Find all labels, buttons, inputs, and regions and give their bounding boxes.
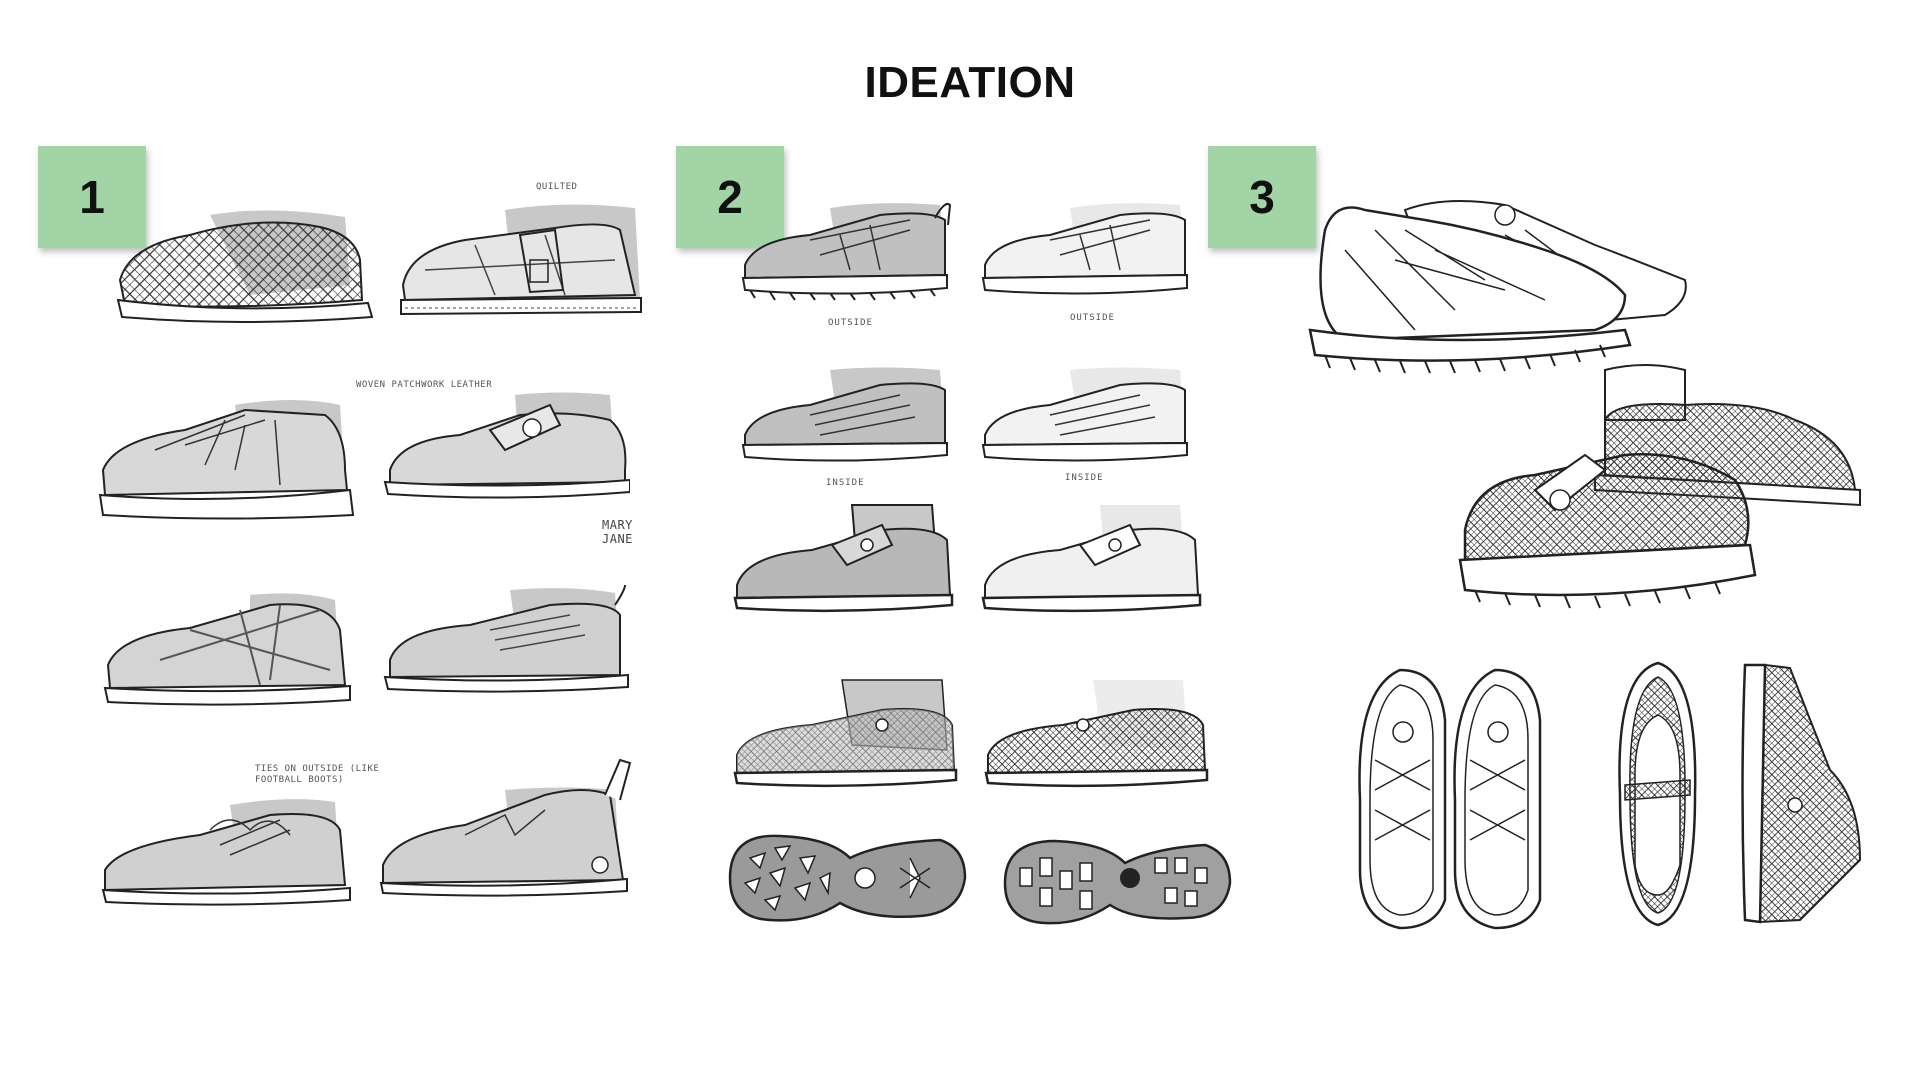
group-1-laced-sneaker-sketch <box>101 799 351 906</box>
group-2-mary-jane-light-sketch <box>981 505 1202 613</box>
annotation-ties-on-outside: TIES ON OUTSIDE (LIKE FOOTBALL BOOTS) <box>255 764 380 785</box>
group-2-mary-jane-shaded-sketch <box>733 504 954 613</box>
group-2-outside-laced-light-sketch <box>981 203 1188 295</box>
annotation-mary-jane: MARY JANE <box>602 518 633 546</box>
group-2-sticky-note: 2 <box>676 146 784 248</box>
label-outside-2: OUTSIDE <box>1070 313 1115 323</box>
group-3-woven-top-view-sketch <box>1618 661 1697 927</box>
group-1-strappy-sneaker-sketch <box>103 593 351 706</box>
group-1-mary-jane-sketch <box>383 392 630 499</box>
annotation-quilted: QUILTED <box>536 182 578 192</box>
group-3-top-view-pair-sketch <box>1358 668 1542 930</box>
group-3-sticky-note: 3 <box>1208 146 1316 248</box>
group-2-outside-laced-shaded-sketch <box>741 202 952 301</box>
group-1-woven-slip-on-sketch <box>116 210 374 323</box>
group-3-number: 3 <box>1249 171 1275 223</box>
group-2-inside-slip-on-shaded-sketch <box>741 367 948 462</box>
group-1-sticky-note: 1 <box>38 146 146 248</box>
group-3-woven-sandal-pair-sketch <box>1458 364 1861 609</box>
group-1-high-pull-tab-sneaker-sketch <box>379 758 632 897</box>
group-1-quilted-strap-shoe-sketch <box>400 204 642 316</box>
group-2-woven-mary-jane-shaded-sketch <box>733 679 958 788</box>
group-2-woven-mary-jane-light-sketch <box>984 680 1209 788</box>
group-3-woven-side-view-sketch <box>1741 663 1862 924</box>
group-1-pull-tab-slip-on-sketch <box>383 585 629 693</box>
group-2-inside-slip-on-light-sketch <box>981 367 1188 462</box>
group-1-number: 1 <box>79 171 105 223</box>
group-1-patchwork-sneaker-sketch <box>98 400 355 520</box>
label-inside-1: INSIDE <box>826 478 865 488</box>
group-2-number: 2 <box>717 171 743 223</box>
label-inside-2: INSIDE <box>1065 473 1104 483</box>
annotation-woven-patchwork: WOVEN PATCHWORK LEATHER <box>356 380 493 390</box>
group-2-outsole-1-sketch <box>728 834 967 922</box>
label-outside-1: OUTSIDE <box>828 318 873 328</box>
group-2-outsole-2-sketch <box>1003 839 1232 925</box>
group-3-trail-runner-pair-sketch <box>1308 200 1687 374</box>
page-title: IDEATION <box>864 58 1076 107</box>
